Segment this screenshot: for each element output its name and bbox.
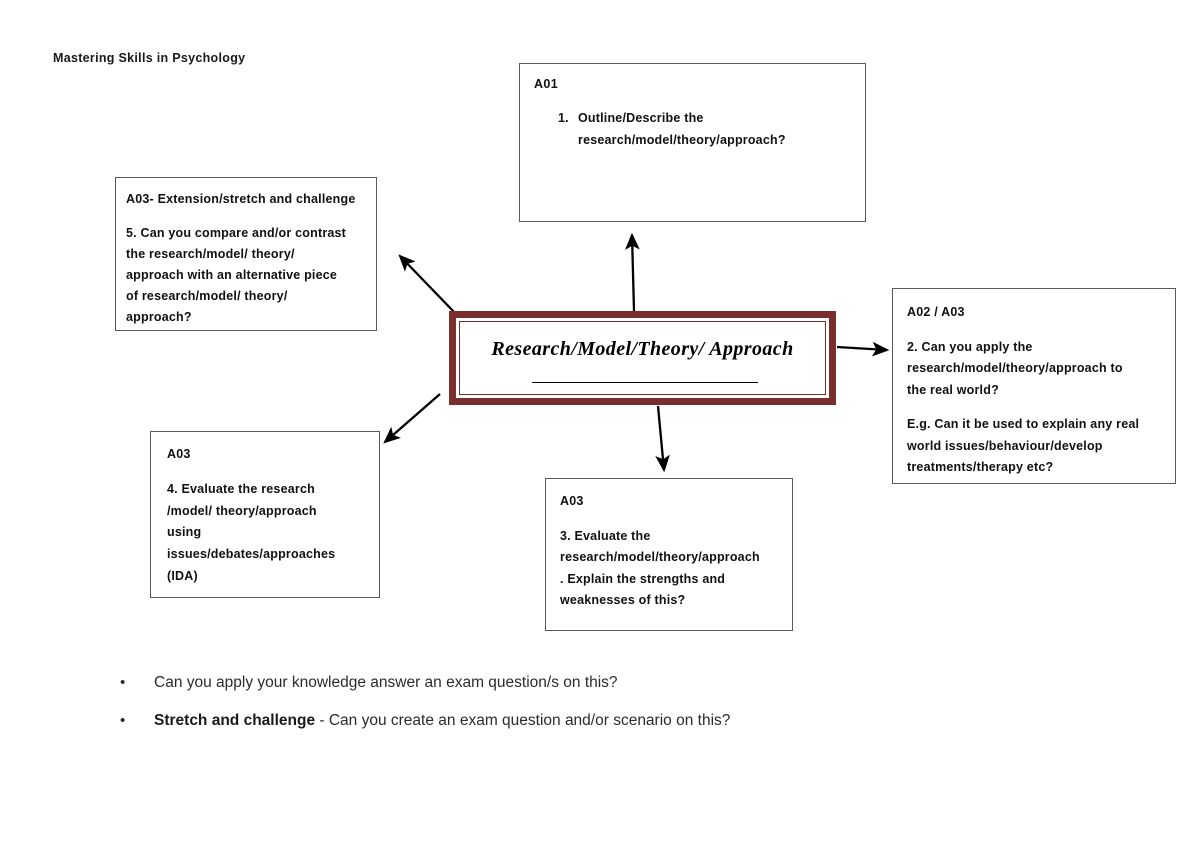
a03-left-line1: 4. Evaluate the research	[167, 481, 315, 496]
a03-extension-line1: 5. Can you compare and/or contrast	[126, 226, 347, 240]
list-item: • Stretch and challenge - Can you create…	[120, 711, 1020, 731]
spacer	[907, 401, 1163, 414]
spacer	[167, 466, 367, 479]
a01-list-text-line1: Outline/Describe the	[578, 111, 704, 125]
a02-a03-eg-line2: world issues/behaviour/develop	[907, 438, 1103, 453]
list-item: • Can you apply your knowledge answer an…	[120, 673, 1020, 693]
a03-extension-line4: of research/model/ theory/	[126, 289, 288, 303]
arrow-to-a03-left	[383, 393, 441, 444]
box-label-a03-center: A03	[560, 494, 584, 508]
a02-a03-eg-line3: treatments/therapy etc?	[907, 460, 1054, 474]
bullet-text: Stretch and challenge - Can you create a…	[154, 711, 1020, 731]
a03-center-line3: . Explain the strengths and	[560, 571, 726, 586]
a02-a03-eg-line1: E.g. Can it be used to explain any real	[907, 417, 1140, 431]
a01-list-item: 1. Outline/Describe the research/model/t…	[534, 108, 851, 151]
central-node-title: Research/Model/Theory/ Approach	[491, 338, 794, 360]
arrow-to-a03-center	[655, 405, 670, 473]
bullet-bold-prefix: Stretch and challenge	[154, 712, 316, 730]
bullet-body: Can you apply your knowledge answer an e…	[154, 674, 618, 691]
arrow-to-a03-extension	[398, 254, 456, 314]
a03-left-line3: using	[167, 525, 202, 540]
a03-center-line1: 3. Evaluate the	[560, 528, 651, 543]
a03-left-line4: issues/debates/approaches	[167, 547, 336, 561]
a03-center-line2: research/model/theory/approach	[560, 550, 760, 564]
a01-list-text-line2: research/model/theory/approach?	[578, 132, 786, 147]
a02-a03-q-line3: the real world?	[907, 382, 999, 397]
spacer	[907, 324, 1163, 337]
spacer	[560, 513, 782, 526]
node-box-a03-center[interactable]: A03 3. Evaluate the research/model/theor…	[545, 478, 793, 631]
box-label-a01: A01	[534, 77, 559, 91]
a03-extension-line2: the research/model/ theory/	[126, 247, 295, 261]
box-label-a02-a03: A02 / A03	[907, 305, 965, 319]
box-label-a03-extension: A03- Extension/stretch and challenge	[126, 192, 356, 206]
spacer	[126, 210, 364, 223]
bullet-body: - Can you create an exam question and/or…	[315, 712, 731, 730]
node-box-a02-a03[interactable]: A02 / A03 2. Can you apply the research/…	[892, 288, 1176, 484]
bullet-icon: •	[120, 712, 126, 730]
a02-a03-q-line2: research/model/theory/approach to	[907, 361, 1123, 375]
bullet-text: Can you apply your knowledge answer an e…	[154, 673, 1020, 693]
bullet-icon: •	[120, 674, 126, 691]
box-label-a03-left: A03	[167, 447, 191, 461]
page-title: Mastering Skills in Psychology	[53, 51, 246, 65]
a01-list-text: Outline/Describe the research/model/theo…	[578, 108, 851, 151]
central-node-box[interactable]: Research/Model/Theory/ Approach	[449, 311, 836, 405]
a03-extension-line3: approach with an alternative piece	[126, 268, 338, 282]
node-box-a03-extension[interactable]: A03- Extension/stretch and challenge 5. …	[115, 177, 377, 331]
central-node-blank-line[interactable]	[532, 382, 758, 383]
a02-a03-q-line1: 2. Can you apply the	[907, 339, 1033, 354]
a03-extension-line5: approach?	[126, 310, 192, 324]
node-box-a03-left[interactable]: A03 4. Evaluate the research /model/ the…	[150, 431, 380, 598]
a03-left-line5: (IDA)	[167, 568, 198, 583]
a03-left-line2: /model/ theory/approach	[167, 503, 317, 518]
bullet-list: • Can you apply your knowledge answer an…	[120, 673, 1020, 749]
arrow-to-a01	[625, 232, 640, 312]
a03-center-line4: weaknesses of this?	[560, 593, 686, 607]
a01-list-number: 1.	[558, 111, 569, 125]
central-node-inner: Research/Model/Theory/ Approach	[456, 318, 829, 398]
node-box-a01[interactable]: A01 1. Outline/Describe the research/mod…	[519, 63, 866, 222]
arrow-to-a02-a03	[836, 341, 890, 357]
